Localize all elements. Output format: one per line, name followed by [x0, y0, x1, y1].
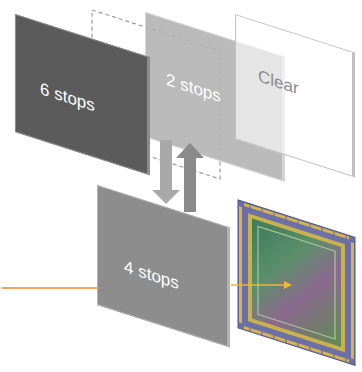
filter-label: 4 stops: [124, 257, 179, 295]
light-ray: [231, 284, 284, 286]
filter-label: Clear: [258, 66, 299, 99]
down-arrow: [152, 140, 180, 204]
nd-filter-panel: 4 stops: [97, 185, 230, 348]
light-ray: [2, 287, 100, 289]
nd-filter-panel: 6 stops: [15, 14, 150, 175]
light-ray-head: [284, 281, 292, 289]
filter-label: 6 stops: [40, 79, 95, 117]
filter-label: 2 stops: [166, 70, 221, 108]
image-sensor: [238, 200, 355, 365]
